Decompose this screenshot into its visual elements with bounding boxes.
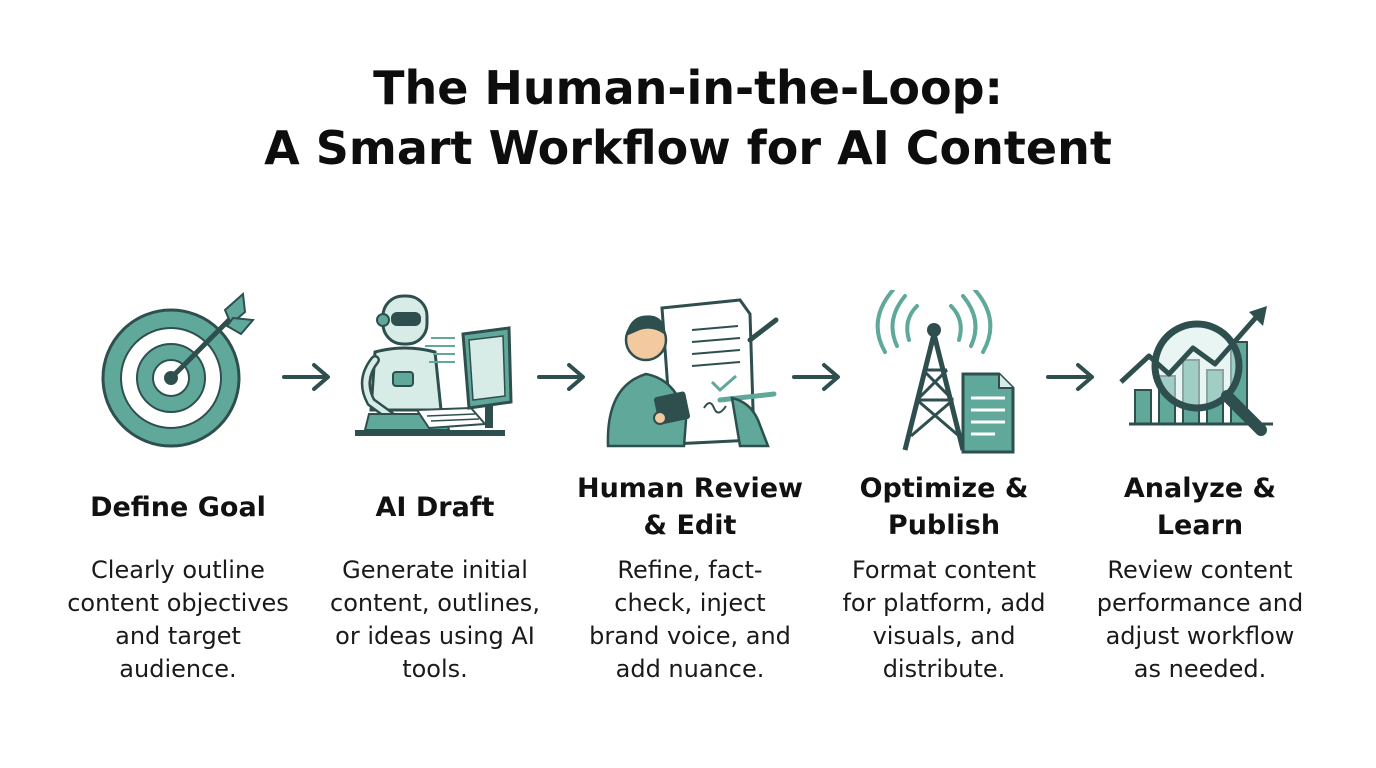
title-line-2: A Smart Workflow for AI Content <box>264 121 1112 175</box>
broadcast-tower-document-icon <box>875 290 1015 454</box>
arrow-right-icon <box>1046 363 1094 391</box>
step-heading: AI Draft <box>305 470 565 544</box>
magnifier-growth-chart-icon <box>1119 306 1273 436</box>
desc-line: Generate initial <box>342 556 528 584</box>
desc-line: brand voice, and <box>589 622 791 650</box>
desc-line: add nuance. <box>615 655 765 683</box>
arrow-right-icon <box>537 363 585 391</box>
desc-line: Clearly outline <box>91 556 265 584</box>
heading-line: AI Draft <box>375 491 495 523</box>
desc-line: distribute. <box>882 655 1006 683</box>
desc-line: visuals, and <box>872 622 1016 650</box>
title-line-1: The Human-in-the-Loop: <box>373 61 1003 115</box>
desc-line: as needed. <box>1133 655 1267 683</box>
desc-line: tools. <box>402 655 468 683</box>
step-description: Clearly outline content objectives and t… <box>48 554 308 686</box>
heading-line: Analyze & <box>1123 473 1277 504</box>
step-description: Format content for platform, add visuals… <box>814 554 1074 686</box>
heading-line: Define Goal <box>90 491 266 523</box>
desc-line: performance and <box>1096 589 1304 617</box>
step-heading: Define Goal <box>48 470 308 544</box>
step-description: Refine, fact- check, inject brand voice,… <box>560 554 820 686</box>
page-title: The Human-in-the-Loop: A Smart Workflow … <box>0 58 1376 178</box>
heading-line: Optimize & <box>859 473 1029 504</box>
target-icon <box>101 291 256 448</box>
heading-line: & Edit <box>643 510 737 541</box>
desc-line: check, inject <box>614 589 766 617</box>
desc-line: for platform, add <box>842 589 1046 617</box>
heading-line: Publish <box>887 510 1001 541</box>
step-description: Generate initial content, outlines, or i… <box>305 554 565 686</box>
desc-line: Refine, fact- <box>617 556 763 584</box>
desc-line: content objectives <box>67 589 289 617</box>
robot-computer-icon <box>355 294 513 436</box>
desc-line: or ideas using AI <box>335 622 535 650</box>
desc-line: content, outlines, <box>330 589 540 617</box>
step-heading: Human Review & Edit <box>560 470 820 544</box>
heading-line: Human Review <box>576 473 803 504</box>
arrow-right-icon <box>792 363 840 391</box>
step-description: Review content performance and adjust wo… <box>1070 554 1330 686</box>
desc-line: and target <box>115 622 241 650</box>
desc-line: Review content <box>1107 556 1293 584</box>
heading-line: Learn <box>1156 510 1244 541</box>
desc-line: audience. <box>119 655 237 683</box>
desc-line: adjust workflow <box>1105 622 1295 650</box>
desc-line: Format content <box>851 556 1037 584</box>
person-editing-document-icon <box>606 298 779 448</box>
step-heading: Optimize & Publish <box>814 470 1074 544</box>
step-heading: Analyze & Learn <box>1070 470 1330 544</box>
arrow-right-icon <box>282 363 330 391</box>
